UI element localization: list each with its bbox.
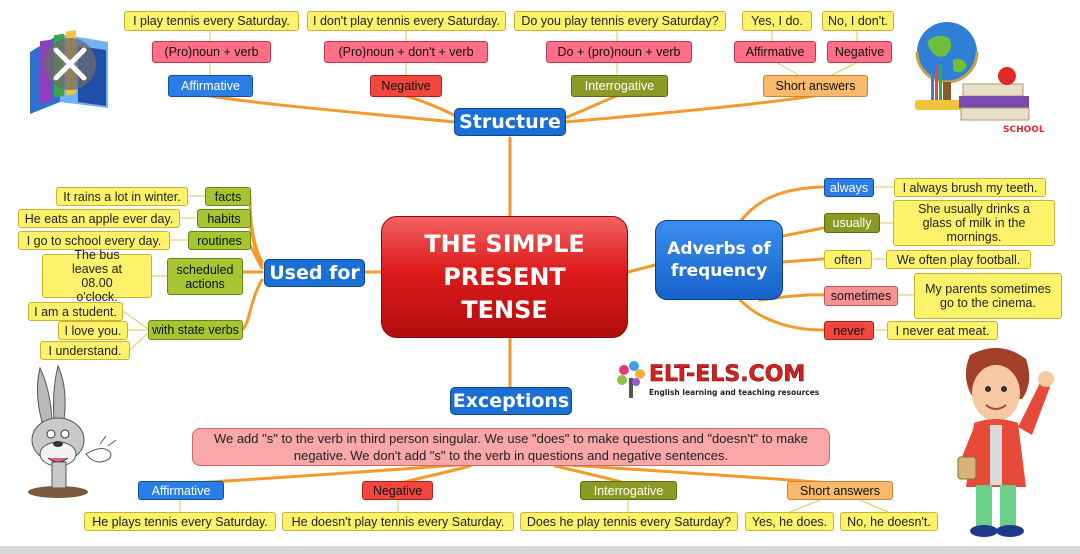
habits-example: He eats an apple ever day. <box>18 209 180 228</box>
adverb-sometimes-example: My parents sometimes go to the cinema. <box>914 273 1062 319</box>
adverb-usually-example-text: She usually drinks a glass of milk in th… <box>918 202 1030 244</box>
used-for-header: Used for <box>264 259 365 287</box>
tree-logo-icon <box>617 361 645 398</box>
structure-affirmative-label: Affirmative <box>168 75 253 97</box>
rabbit-cartoon-icon <box>28 364 117 498</box>
adverb-sometimes-example-text: My parents sometimes go to the cinema. <box>925 282 1051 310</box>
school-supplies-icon: SCHOOL <box>915 22 1045 135</box>
structure-short-affirmative-label: Affirmative <box>734 41 816 63</box>
structure-affirmative-pattern: (Pro)noun + verb <box>152 41 271 63</box>
adverbs-header-text: Adverbs of frequency <box>667 239 771 281</box>
scheduled-example: The bus leaves at 08.00 o'clock. <box>42 248 152 304</box>
exceptions-affirmative-label: Affirmative <box>138 481 224 500</box>
structure-short-negative-label: Negative <box>827 41 892 63</box>
exceptions-interrogative-example: Does he play tennis every Saturday? <box>520 512 738 531</box>
scheduled-label-text: scheduled actions <box>176 262 234 291</box>
central-title: THE SIMPLE PRESENT TENSE <box>424 229 585 324</box>
exceptions-interrogative-label: Interrogative <box>580 481 677 500</box>
structure-interrogative-example: Do you play tennis every Saturday? <box>514 11 726 31</box>
adverb-usually-label: usually <box>824 213 880 233</box>
structure-short-affirmative-example: Yes, I do. <box>742 11 812 31</box>
exceptions-affirmative-example: He plays tennis every Saturday. <box>84 512 276 531</box>
exceptions-negative-example: He doesn't play tennis every Saturday. <box>282 512 514 531</box>
routines-example: I go to school every day. <box>18 231 170 250</box>
exceptions-note: We add "s" to the verb in third person s… <box>192 428 830 466</box>
bottom-bar <box>0 546 1080 554</box>
structure-affirmative-example: I play tennis every Saturday. <box>124 11 299 31</box>
central-topic: THE SIMPLE PRESENT TENSE <box>381 216 628 338</box>
school-word: SCHOOL <box>1003 125 1045 135</box>
adverb-usually-example: She usually drinks a glass of milk in th… <box>893 200 1055 246</box>
structure-header: Structure <box>454 108 566 136</box>
structure-short-answers-label: Short answers <box>763 75 868 97</box>
adverb-never-example: I never eat meat. <box>887 321 998 340</box>
adverb-often-example: We often play football. <box>886 250 1031 269</box>
logo-name: ELT-ELS.COM <box>649 362 806 388</box>
adverb-never-label: never <box>824 321 874 340</box>
state-verb-example-2: I love you. <box>58 321 128 340</box>
structure-negative-example: I don't play tennis every Saturday. <box>307 11 506 31</box>
adverbs-header: Adverbs of frequency <box>655 220 783 300</box>
adverb-always-label: always <box>824 178 874 197</box>
adverb-always-example: I always brush my teeth. <box>894 178 1046 197</box>
exceptions-short-yes-example: Yes, he does. <box>745 512 834 531</box>
logo-tagline: English learning and teaching resources <box>649 388 820 397</box>
elt-els-logo: ELT-ELS.COM English learning and teachin… <box>616 360 819 402</box>
structure-negative-pattern: (Pro)noun + don't + verb <box>324 41 488 63</box>
structure-interrogative-pattern: Do + (pro)noun + verb <box>546 41 692 63</box>
facts-label: facts <box>205 187 251 206</box>
scheduled-label: scheduled actions <box>167 258 243 295</box>
state-verb-example-1: I am a student. <box>28 302 123 321</box>
exceptions-short-no-example: No, he doesn't. <box>840 512 938 531</box>
state-verb-example-3: I understand. <box>40 341 130 360</box>
structure-short-negative-example: No, I don't. <box>822 11 894 31</box>
habits-label: habits <box>197 209 251 228</box>
adverb-often-label: often <box>824 250 872 269</box>
adverb-sometimes-label: sometimes <box>824 286 898 306</box>
state-verbs-label: with state verbs <box>148 320 243 340</box>
boy-cartoon-icon <box>957 347 1054 537</box>
routines-label: routines <box>188 231 251 250</box>
facts-example: It rains a lot in winter. <box>56 187 188 206</box>
exceptions-short-answers-label: Short answers <box>787 481 893 500</box>
books-icon <box>30 30 108 114</box>
structure-interrogative-label: Interrogative <box>571 75 668 97</box>
scheduled-example-text: The bus leaves at 08.00 o'clock. <box>71 248 123 304</box>
exceptions-header: Exceptions <box>450 387 572 415</box>
exceptions-negative-label: Negative <box>362 481 433 500</box>
structure-negative-label: Negative <box>370 75 442 97</box>
